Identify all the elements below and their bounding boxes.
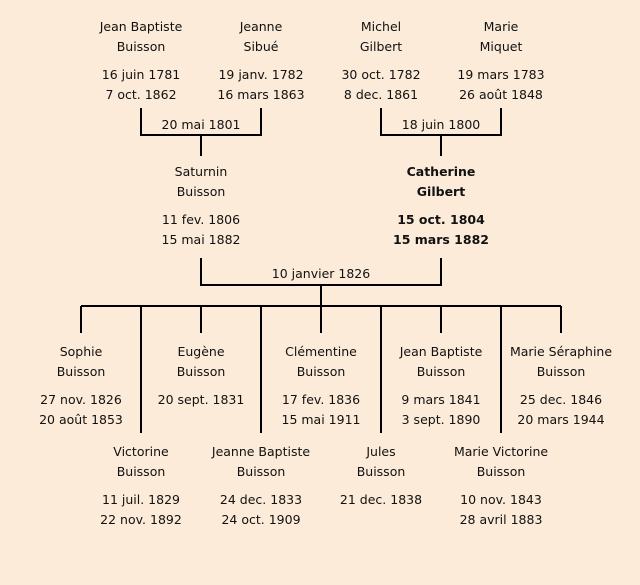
person-first-name: Marie Séraphine — [509, 344, 613, 359]
death-date: 28 avril 1883 — [459, 512, 543, 527]
birth-date: 9 mars 1841 — [401, 392, 481, 407]
person-first-name: Saturnin — [174, 164, 228, 179]
death-date: 8 dec. 1861 — [343, 87, 419, 102]
birth-date: 27 nov. 1826 — [40, 392, 122, 407]
birth-date: 20 sept. 1831 — [157, 392, 245, 407]
death-date: 15 mai 1882 — [161, 232, 241, 247]
birth-date: 11 fev. 1806 — [161, 212, 241, 227]
birth-date: 19 mars 1783 — [457, 67, 545, 82]
person-last-name: Buisson — [116, 39, 166, 54]
marriage-date: 10 janvier 1826 — [271, 266, 371, 281]
person-first-name: Jean Baptiste — [399, 344, 483, 359]
birth-date: 17 fev. 1836 — [281, 392, 361, 407]
person-last-name: Buisson — [236, 464, 286, 479]
death-date: 26 août 1848 — [459, 87, 543, 102]
birth-date: 10 nov. 1843 — [460, 492, 542, 507]
birth-date: 15 oct. 1804 — [397, 212, 485, 227]
death-date: 3 sept. 1890 — [401, 412, 481, 427]
person-last-name: Gilbert — [359, 39, 403, 54]
birth-date: 25 dec. 1846 — [519, 392, 603, 407]
person-first-name: Jean Baptiste — [99, 19, 183, 34]
death-date: 15 mars 1882 — [393, 232, 489, 247]
person-last-name: Gilbert — [416, 184, 466, 199]
death-date: 16 mars 1863 — [217, 87, 305, 102]
person-last-name: Buisson — [356, 464, 406, 479]
person-first-name: Jeanne — [239, 19, 283, 34]
birth-date: 19 janv. 1782 — [218, 67, 304, 82]
connector-parents — [200, 258, 442, 306]
person-last-name: Buisson — [416, 364, 466, 379]
death-date: 15 mai 1911 — [281, 412, 361, 427]
birth-date: 16 juin 1781 — [101, 67, 181, 82]
person-last-name: Buisson — [536, 364, 586, 379]
connector-grandparents-gilbert — [380, 108, 502, 156]
person-first-name: Michel — [360, 19, 402, 34]
death-date: 24 oct. 1909 — [221, 512, 301, 527]
person-first-name: Sophie — [59, 344, 103, 359]
person-last-name: Buisson — [116, 464, 166, 479]
person-last-name: Buisson — [176, 184, 226, 199]
person-first-name: Marie Victorine — [453, 444, 549, 459]
person-last-name: Buisson — [176, 364, 226, 379]
birth-date: 21 dec. 1838 — [339, 492, 423, 507]
person-first-name: Eugène — [177, 344, 225, 359]
person-last-name: Buisson — [476, 464, 526, 479]
birth-date: 30 oct. 1782 — [341, 67, 421, 82]
marriage-date: 18 juin 1800 — [401, 117, 481, 132]
person-first-name: Jeanne Baptiste — [211, 444, 311, 459]
person-last-name: Buisson — [56, 364, 106, 379]
death-date: 7 oct. 1862 — [105, 87, 177, 102]
person-first-name: Marie — [483, 19, 519, 34]
connector-children-drops — [80, 306, 562, 433]
person-first-name: Jules — [366, 444, 396, 459]
person-first-name: Clémentine — [285, 344, 357, 359]
person-last-name: Miquet — [479, 39, 523, 54]
connector-grandparents-buisson — [140, 108, 262, 156]
marriage-date: 20 mai 1801 — [161, 117, 241, 132]
birth-date: 11 juil. 1829 — [102, 492, 180, 507]
person-first-name: Victorine — [113, 444, 169, 459]
person-last-name: Buisson — [296, 364, 346, 379]
person-first-name: Catherine — [406, 164, 476, 179]
death-date: 22 nov. 1892 — [100, 512, 182, 527]
death-date: 20 août 1853 — [39, 412, 123, 427]
birth-date: 24 dec. 1833 — [219, 492, 303, 507]
death-date: 20 mars 1944 — [517, 412, 605, 427]
person-last-name: Sibué — [243, 39, 279, 54]
